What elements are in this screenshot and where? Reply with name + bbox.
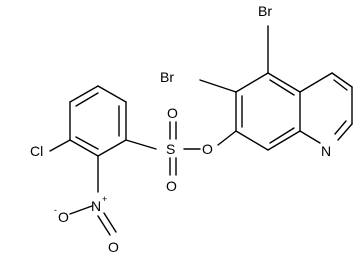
bonds	[49, 25, 353, 236]
atom-n-nitro: N	[91, 198, 101, 214]
bond	[75, 92, 99, 107]
atom-cl: Cl	[30, 143, 43, 159]
atom-o-nitro-bottom: O	[108, 239, 119, 255]
bond	[299, 72, 333, 93]
atom-o-nitro-left: O	[58, 209, 69, 225]
bond	[337, 123, 353, 141]
atom-s: S	[166, 141, 175, 157]
bond	[69, 139, 99, 157]
bond	[267, 130, 301, 151]
atom-n-ring: N	[321, 143, 331, 159]
bond	[217, 130, 237, 146]
bond	[331, 72, 353, 88]
bond	[49, 139, 71, 152]
bond	[69, 85, 99, 103]
bond	[269, 79, 295, 96]
bond	[334, 120, 347, 135]
bond	[75, 136, 99, 150]
bond	[103, 212, 117, 233]
bond	[97, 85, 127, 103]
bond	[69, 205, 93, 215]
bond	[235, 72, 269, 93]
atom-labels: Br Br Cl S O O O N N + O - O	[30, 3, 331, 255]
nitro-plus-charge: +	[102, 194, 107, 204]
bond	[333, 79, 348, 91]
bond	[299, 130, 321, 144]
atom-o-ester: O	[202, 141, 213, 157]
nitro-minus-charge: -	[54, 205, 57, 215]
bond	[97, 215, 111, 236]
bond	[269, 127, 295, 144]
bond	[267, 72, 301, 93]
atom-br-left: Br	[160, 69, 174, 85]
atom-br-top: Br	[258, 3, 272, 19]
bond	[235, 130, 269, 151]
atom-o-upper: O	[167, 105, 178, 121]
bond	[97, 139, 127, 157]
atom-o-lower: O	[166, 178, 177, 194]
bond	[125, 139, 157, 150]
bond	[199, 79, 237, 93]
